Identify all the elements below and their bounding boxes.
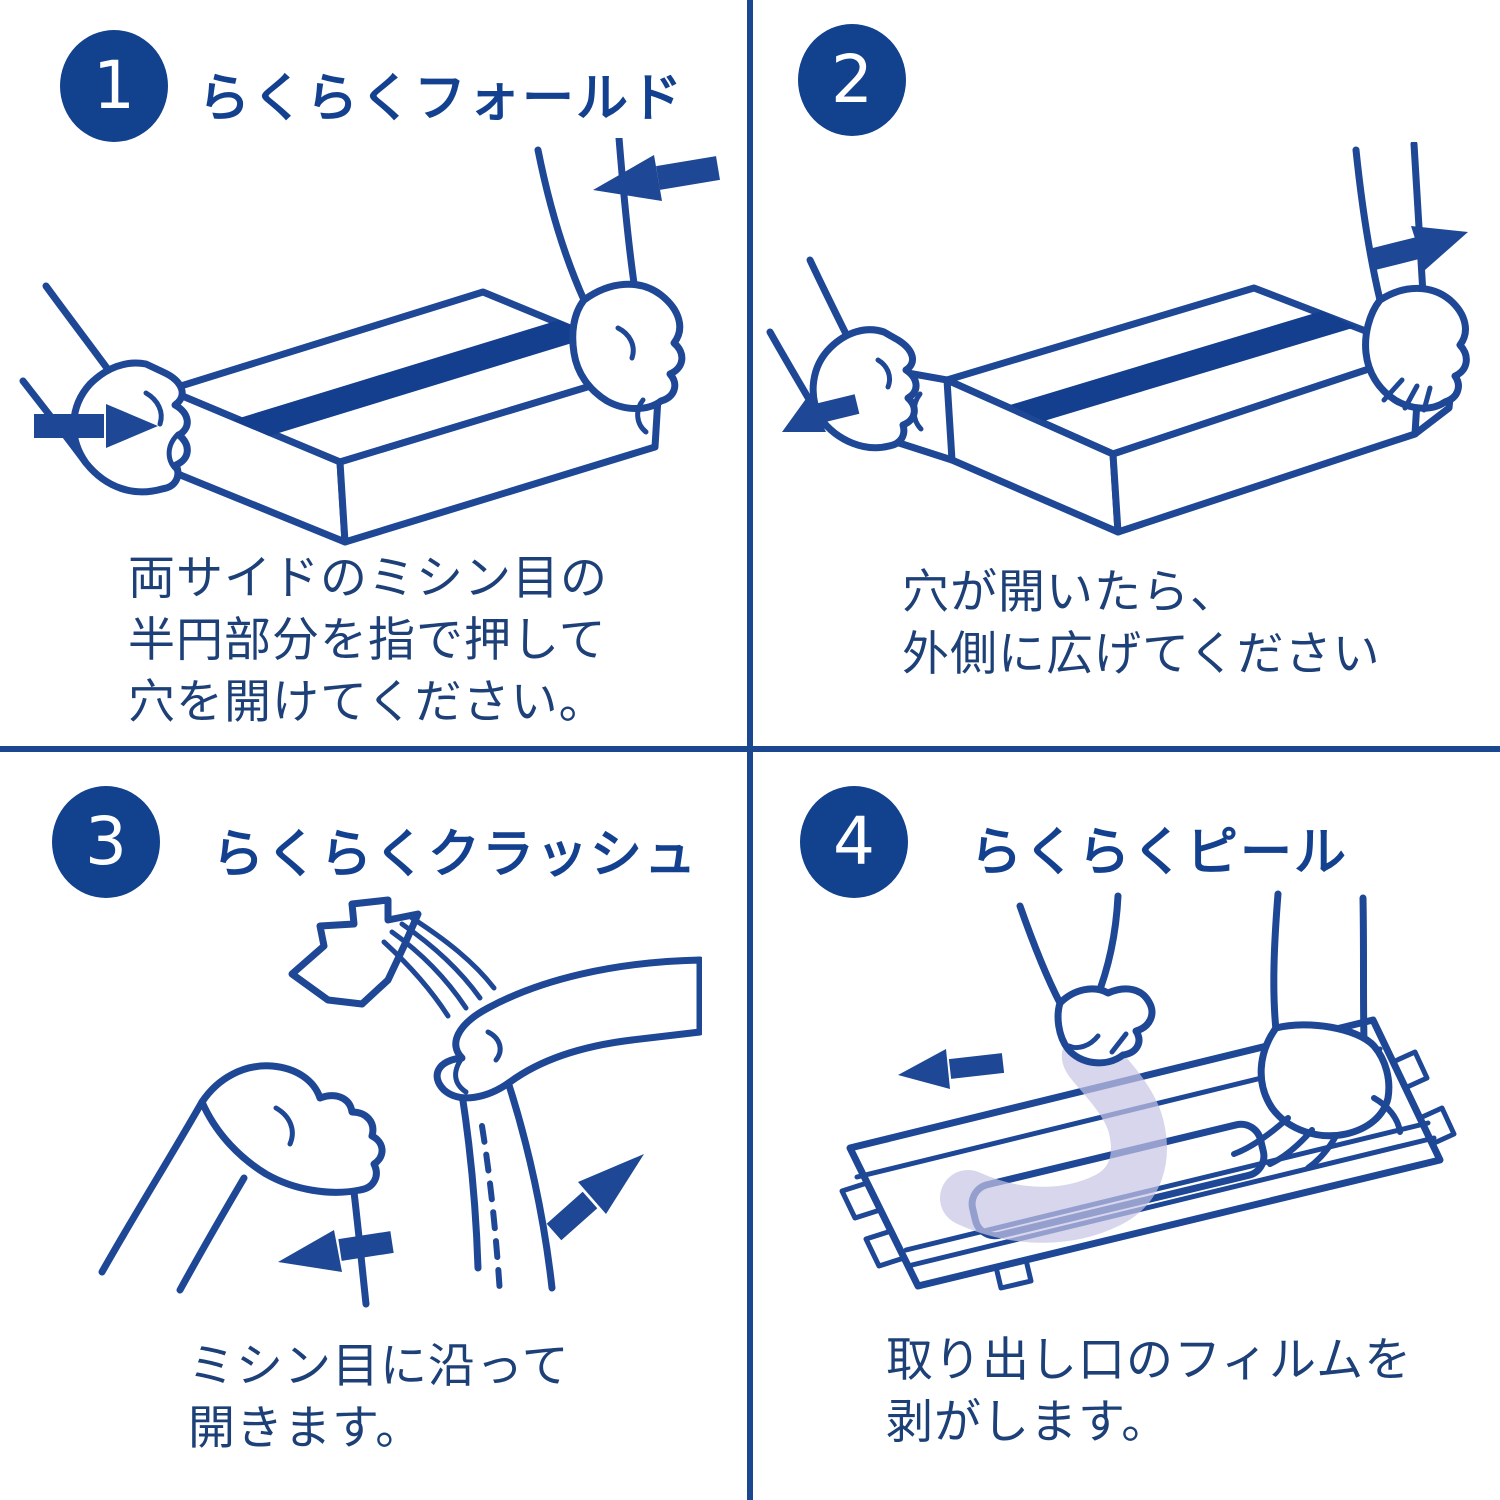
- arrow-right-icon: [34, 404, 158, 448]
- step-3-number-badge: 3: [52, 786, 160, 898]
- step-4-number: 4: [833, 803, 875, 880]
- box-top-slot: [233, 320, 595, 436]
- caption-line: 穴を開けてください。: [128, 675, 607, 730]
- caption-line: 外側に広げてください: [902, 627, 1381, 682]
- perforation-dashed-line: [479, 1123, 503, 1297]
- arrow-left-icon: [593, 155, 720, 201]
- step-3-title: らくらくクラッシュ: [212, 825, 699, 885]
- step-3-caption: ミシン目に沿って 開きます。: [188, 1336, 570, 1460]
- left-hand: [98, 1062, 386, 1294]
- film-overlay: [940, 1028, 1167, 1243]
- caption-line: 取り出し口のフィルムを: [886, 1333, 1413, 1388]
- step-3-illustration: [98, 896, 702, 1308]
- step-2-illustration: [766, 142, 1470, 536]
- caption-line: 開きます。: [188, 1401, 424, 1456]
- horizontal-divider: [0, 746, 1500, 752]
- arrow-right-icon: [1367, 226, 1468, 271]
- tissue-box: [892, 284, 1458, 536]
- step-4-title: らくらくピール: [970, 823, 1349, 883]
- step-4-illustration: [839, 890, 1457, 1291]
- step-3-number: 3: [85, 803, 127, 880]
- right-hand: [534, 138, 686, 435]
- step-2-number-badge: 2: [798, 24, 906, 136]
- step-2-caption: 穴が開いたら、 外側に広げてください: [902, 562, 1381, 686]
- holding-hand: [1231, 890, 1403, 1171]
- step-1-caption: 両サイドのミシン目の 半円部分を指で押して 穴を開けてください。: [128, 548, 608, 734]
- arrow-left-icon: [278, 1230, 394, 1272]
- arrow-left-icon: [898, 1049, 1005, 1089]
- arrow-up-right-icon: [546, 1154, 644, 1241]
- step-1-number-badge: 1: [60, 30, 168, 142]
- box-edge-lines: [350, 1078, 556, 1308]
- caption-line: 剥がします。: [886, 1395, 1170, 1450]
- caption-line: 穴が開いたら、: [902, 565, 1238, 620]
- right-hand: [433, 956, 702, 1102]
- caption-line: 両サイドのミシン目の: [128, 551, 608, 606]
- caption-line: 半円部分を指で押して: [128, 613, 607, 668]
- right-hand: [1352, 142, 1470, 413]
- step-4-number-badge: 4: [800, 786, 908, 898]
- step-1-illustration: [19, 138, 720, 546]
- step-4-caption: 取り出し口のフィルムを 剥がします。: [886, 1330, 1412, 1454]
- step-2-number: 2: [831, 41, 873, 118]
- pinching-hand: [1016, 892, 1156, 1067]
- caption-line: ミシン目に沿って: [188, 1339, 570, 1394]
- arrow-left-icon: [782, 394, 860, 432]
- step-1-title: らくらくフォールド: [198, 69, 685, 129]
- tissue-box: [164, 288, 664, 546]
- left-hand: [19, 282, 191, 496]
- torn-flap: [288, 896, 497, 1019]
- step-1-number: 1: [93, 47, 135, 124]
- box-top-slot: [1010, 311, 1356, 421]
